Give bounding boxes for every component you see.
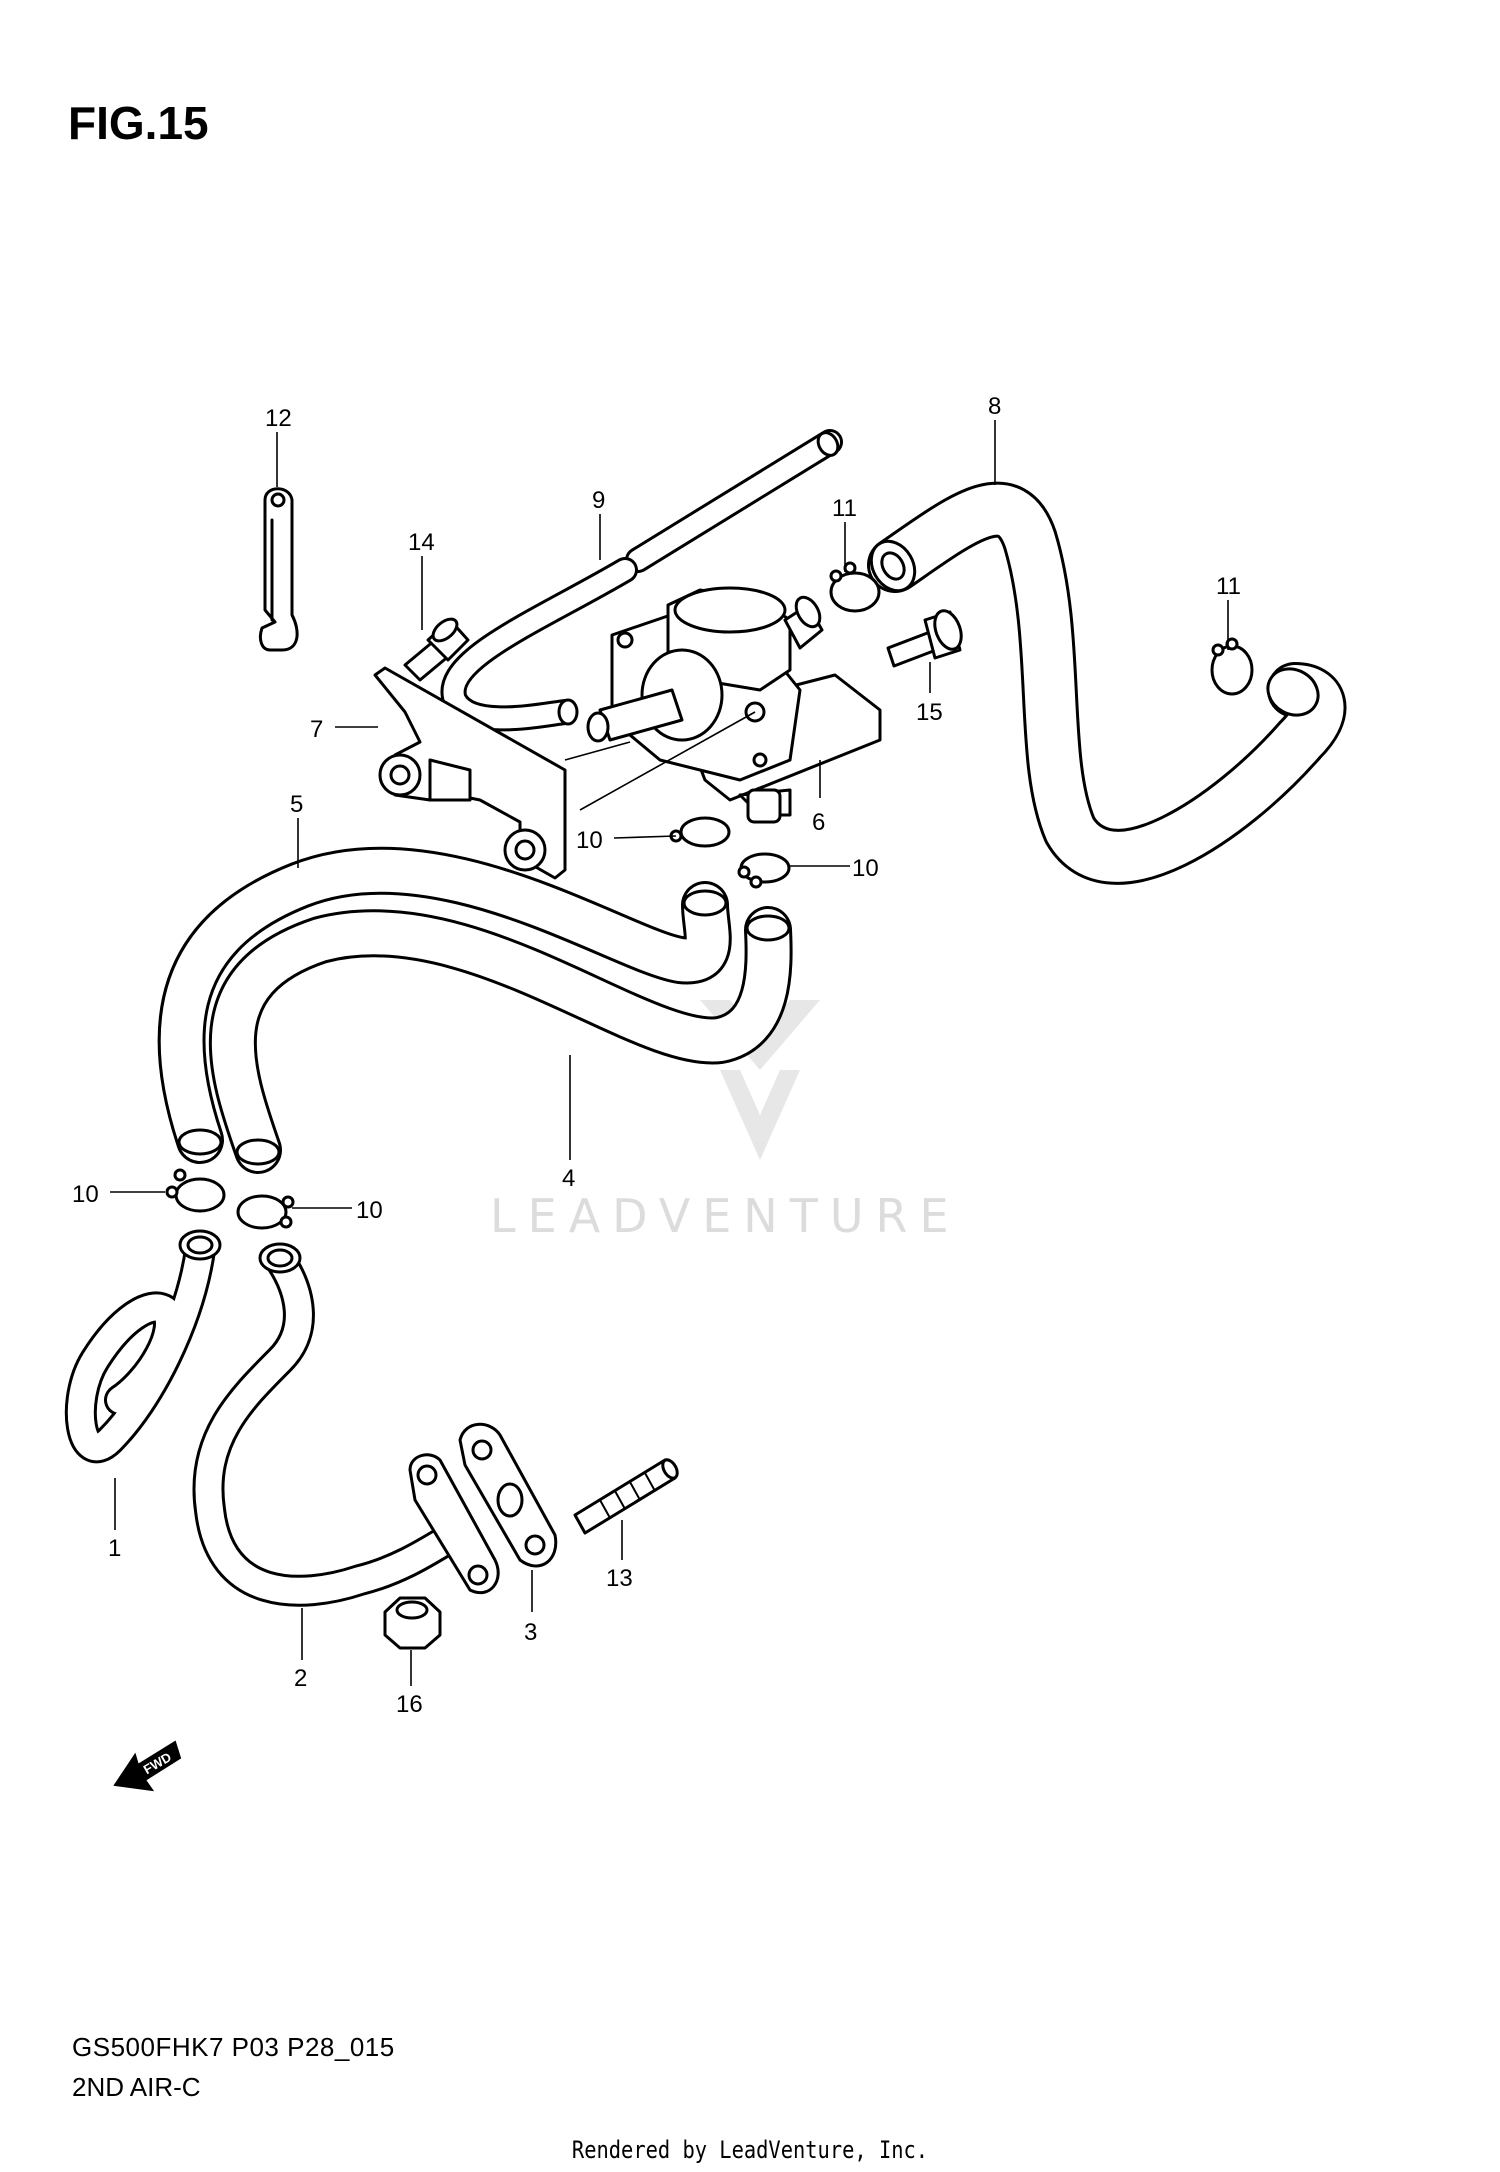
part-8-hose[interactable]: [863, 481, 1347, 885]
part-10-clamp-d[interactable]: [236, 1194, 295, 1230]
part-4-hose[interactable]: [208, 906, 793, 1174]
callout-8[interactable]: 8: [988, 393, 1001, 420]
part-2-flange[interactable]: [408, 1453, 500, 1595]
part-5-hose[interactable]: [157, 846, 732, 1164]
part-1-pipe[interactable]: [64, 1229, 222, 1464]
callout-10-d[interactable]: 10: [356, 1197, 383, 1224]
part-13-stud[interactable]: [573, 1457, 680, 1535]
callout-14[interactable]: 14: [408, 529, 435, 556]
part-11-clamp-b[interactable]: [1210, 637, 1254, 696]
callout-12[interactable]: 12: [265, 405, 292, 432]
callout-16[interactable]: 16: [396, 1691, 423, 1718]
fwd-arrow-icon: FWD: [113, 1740, 182, 1792]
part-10-clamp-c[interactable]: [165, 1168, 226, 1213]
callout-11-b[interactable]: 11: [1216, 573, 1241, 600]
callout-3[interactable]: 3: [524, 1619, 537, 1646]
callouts: 12 9 8 11 11 14 7 15 6 10 10 5 4 10 10 1…: [72, 393, 1241, 1718]
callout-4[interactable]: 4: [562, 1165, 575, 1192]
part-3-gasket[interactable]: [458, 1422, 558, 1568]
part-15-bolt[interactable]: [886, 607, 966, 668]
leader-lines: [110, 420, 1229, 1686]
callout-10-c[interactable]: 10: [72, 1181, 99, 1208]
callout-1[interactable]: 1: [108, 1535, 121, 1562]
callout-9[interactable]: 9: [592, 487, 605, 514]
part-9-hose[interactable]: [440, 429, 843, 732]
part-10-clamp-b[interactable]: [737, 852, 791, 889]
figure-title: FIG.15: [68, 97, 209, 149]
leadventure-watermark: LEADVENTURE: [490, 1000, 961, 1243]
callout-6[interactable]: 6: [812, 809, 825, 836]
part-2-pipe[interactable]: [192, 1242, 471, 1607]
callout-2[interactable]: 2: [294, 1665, 307, 1692]
part-7-bracket[interactable]: [373, 666, 567, 880]
part-16-nut[interactable]: [383, 1596, 442, 1650]
callout-15[interactable]: 15: [916, 699, 943, 726]
diagram-subtitle: 2ND AIR-C: [72, 2072, 201, 2102]
callout-10-b[interactable]: 10: [852, 855, 879, 882]
part-10-clamp-a[interactable]: [669, 816, 731, 848]
callout-10-a[interactable]: 10: [576, 827, 603, 854]
part-6-reed-valve[interactable]: [586, 586, 882, 824]
part-14-bolt[interactable]: [403, 615, 470, 682]
callout-7[interactable]: 7: [310, 716, 323, 743]
watermark-text: LEADVENTURE: [490, 1189, 961, 1243]
callout-13[interactable]: 13: [606, 1565, 633, 1592]
diagram-code: GS500FHK7 P03 P28_015: [72, 2032, 395, 2062]
part-12-clamp[interactable]: [258, 487, 299, 652]
render-credit: Rendered by LeadVenture, Inc.: [571, 2136, 929, 2164]
callout-11-a[interactable]: 11: [832, 495, 857, 522]
callout-5[interactable]: 5: [290, 791, 303, 818]
